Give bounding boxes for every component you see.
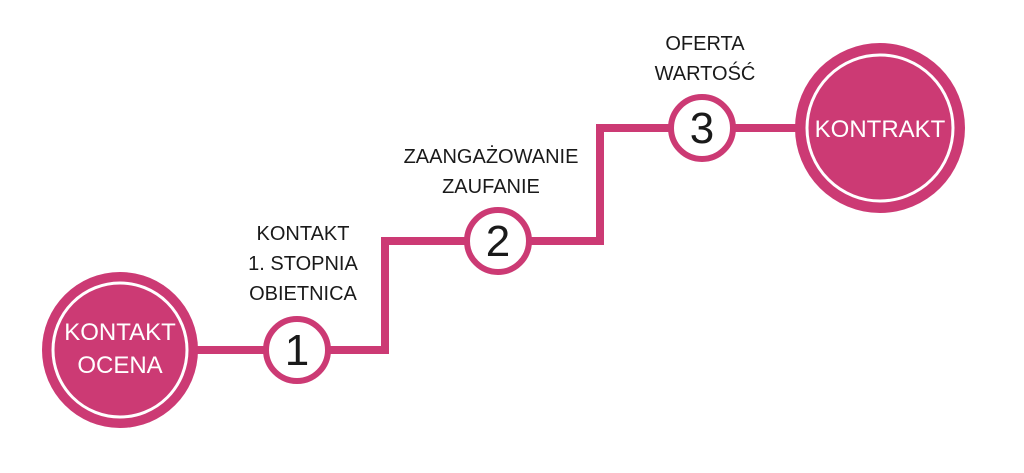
step-3-number: 3 xyxy=(690,104,714,153)
step-2-label-line-1: ZAANGAŻOWANIE xyxy=(404,145,579,168)
step-3-label-line-1: OFERTA xyxy=(665,33,745,55)
step-1-label-line-3: OBIETNICA xyxy=(249,283,357,305)
end-label: KONTRAKT xyxy=(815,116,946,143)
step-1-number: 1 xyxy=(285,326,309,375)
end-node: KONTRAKT xyxy=(795,43,965,213)
start-node: KONTAKT OCENA xyxy=(42,272,198,428)
step-2-node: 2 xyxy=(464,207,532,275)
step-3-label-line-2: WARTOŚĆ xyxy=(655,61,756,85)
step-1-label-line-2: 1. STOPNIA xyxy=(248,253,358,275)
step-2-number: 2 xyxy=(486,217,510,266)
step-3-node: 3 xyxy=(668,94,736,162)
step-2-label-line-2: ZAUFANIE xyxy=(442,176,540,198)
start-label-line-1: KONTAKT xyxy=(64,319,176,346)
start-label-line-2: OCENA xyxy=(77,352,162,379)
step-1-node: 1 xyxy=(263,316,331,384)
step-1-label-line-1: KONTAKT xyxy=(257,223,350,245)
